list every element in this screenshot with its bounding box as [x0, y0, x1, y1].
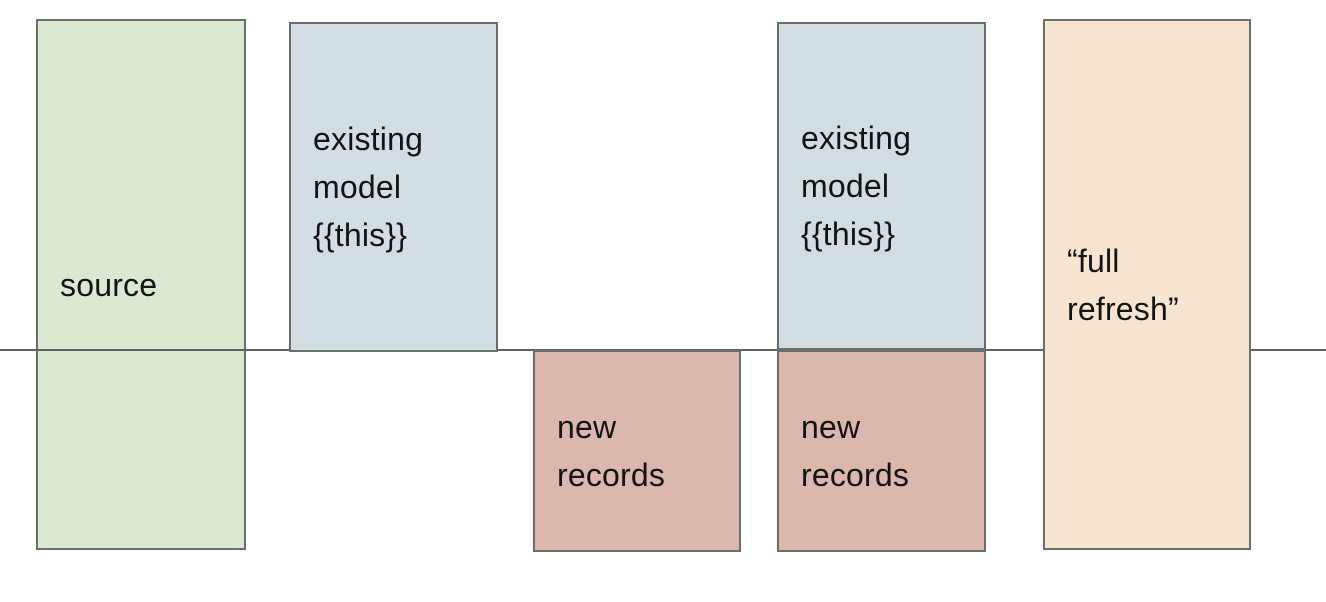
new-records-box-2-label: new records: [801, 409, 910, 493]
new-records-box-1-label: new records: [557, 409, 666, 493]
source-box: source: [36, 19, 246, 550]
new-records-box-1: new records: [533, 350, 741, 552]
existing-model-box-1-label: existing model {{this}}: [313, 121, 424, 253]
existing-model-box-2-label: existing model {{this}}: [801, 120, 912, 252]
full-refresh-box: “full refresh”: [1043, 19, 1251, 550]
full-refresh-box-label: “full refresh”: [1067, 242, 1179, 327]
new-records-box-2: new records: [777, 350, 986, 552]
existing-model-box-2: existing model {{this}}: [777, 22, 986, 350]
source-box-label: source: [60, 266, 158, 303]
existing-model-box-1: existing model {{this}}: [289, 22, 498, 352]
